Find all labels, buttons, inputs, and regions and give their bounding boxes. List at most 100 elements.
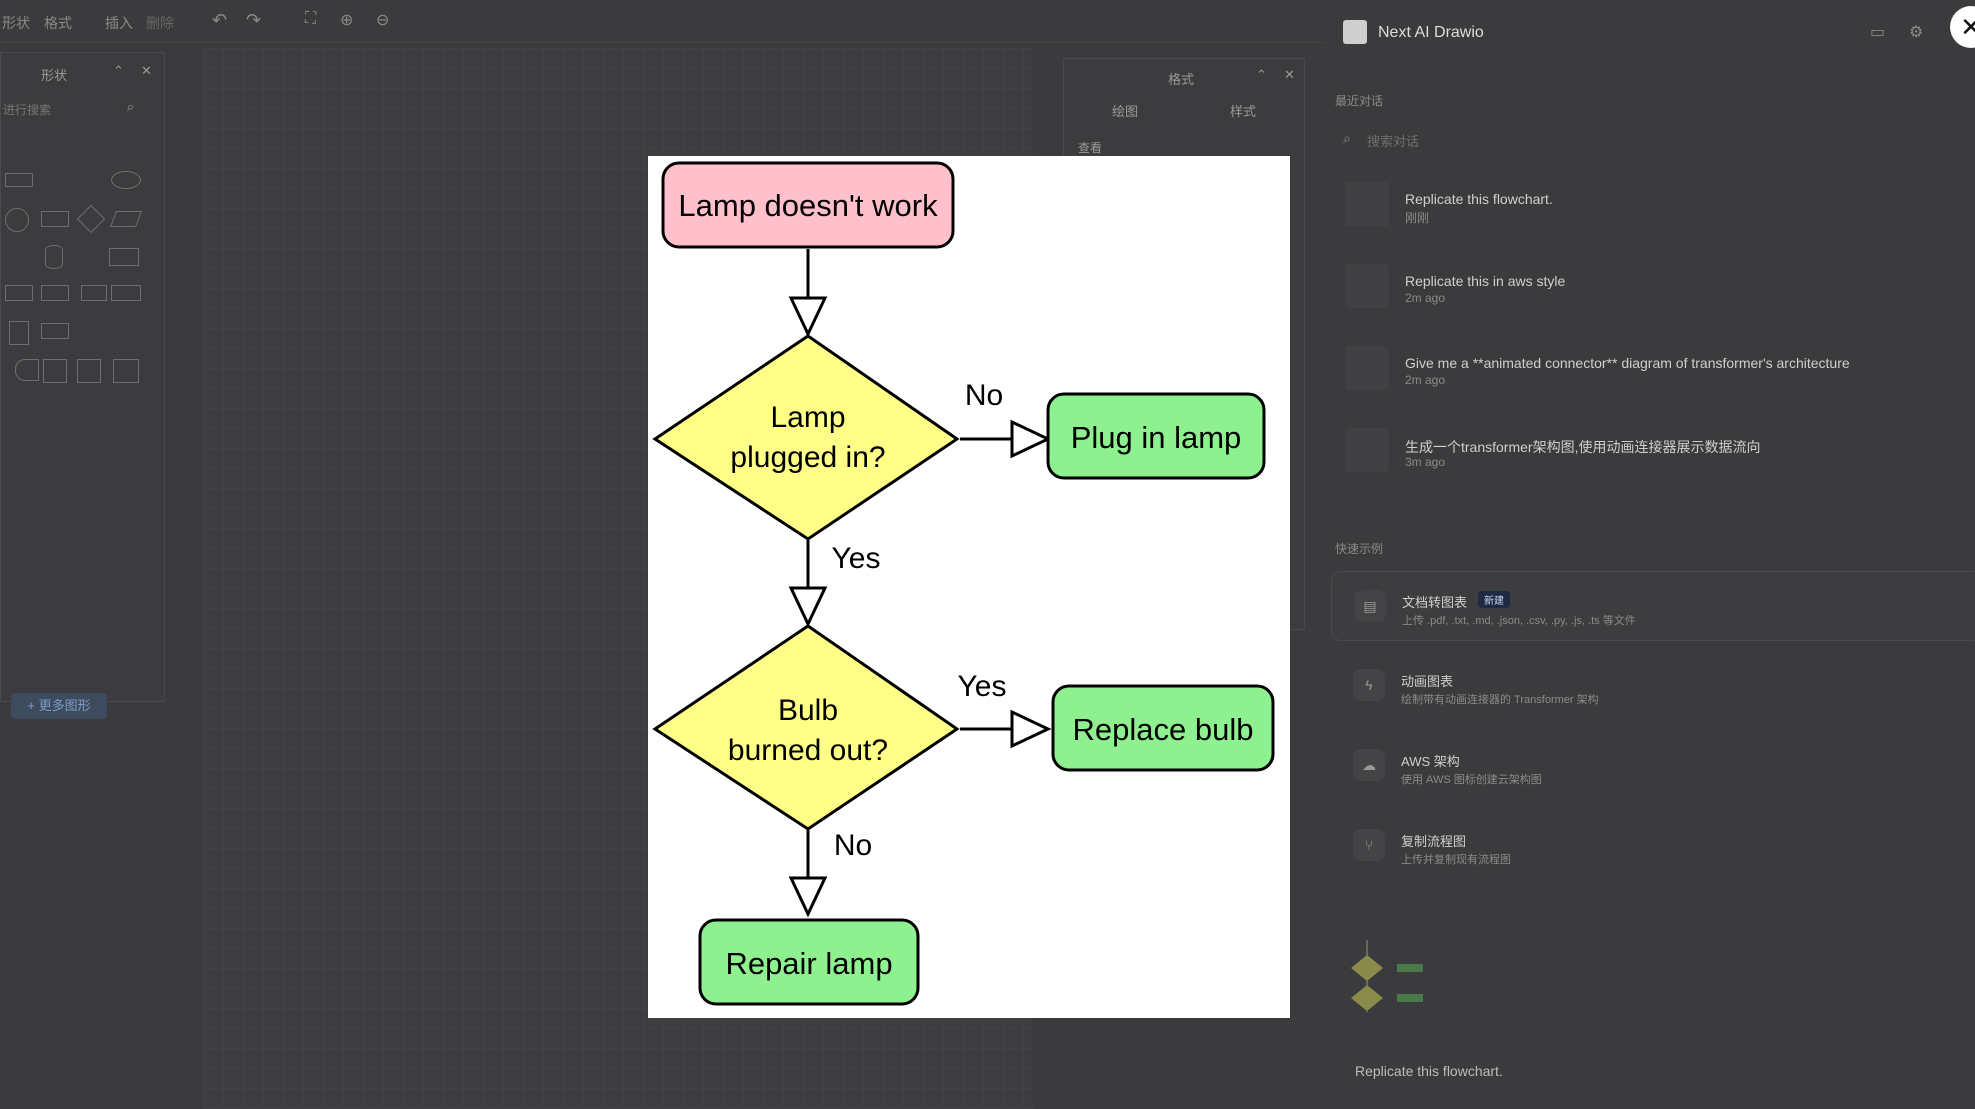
decision-plugged-in: [652, 334, 960, 541]
recent-label: 最近对话: [1335, 94, 1384, 108]
uploaded-image-thumbnail[interactable]: [1345, 940, 1445, 1020]
shapes-panel: 形状 ⌃ ✕ 进行搜索 ⌕ + 更多图形: [0, 52, 165, 719]
close-icon[interactable]: ✕: [141, 63, 152, 78]
shape-search-input[interactable]: 进行搜索: [3, 103, 52, 117]
example-card-copy-flowchart[interactable]: ⑂ 复制流程图 上传并复制现有流程图: [1331, 811, 1975, 879]
fit-screen-icon[interactable]: ⛶: [305, 10, 317, 27]
example-title: AWS 架构: [1401, 754, 1460, 769]
menu-insert[interactable]: 插入: [105, 15, 133, 31]
shape-card[interactable]: [9, 321, 29, 345]
shape-ellipse[interactable]: [111, 171, 141, 189]
shape-or[interactable]: [15, 359, 39, 381]
shape-diamond[interactable]: [76, 204, 106, 234]
decision-plugged-in-line1: Lamp: [770, 401, 845, 434]
zoom-in-icon[interactable]: ⊕: [340, 12, 354, 29]
flowchart-diagram: Lamp doesn't work Lamp plugged in? Plug …: [652, 161, 1275, 1006]
edge-label-no: No: [834, 829, 872, 862]
conversation-time: 2m ago: [1405, 291, 1446, 305]
conversation-search-input[interactable]: 搜索对话: [1367, 134, 1420, 149]
arrowhead: [1010, 419, 1052, 459]
shape-cylinder[interactable]: [45, 245, 63, 269]
example-desc: 绘制带有动画连接器的 Transformer 架构: [1401, 694, 1599, 706]
example-title: 文档转图表: [1402, 595, 1468, 610]
conversation-thumbnail: [1345, 346, 1389, 390]
examples-label: 快速示例: [1335, 542, 1384, 556]
replace-bulb-node-label: Replace bulb: [1073, 712, 1254, 747]
editor-toolbar: 形状 格式 插入 删除 ↶ ↷ ⛶ ⊕ ⊖: [0, 0, 1325, 43]
plug-in-node: [1046, 392, 1266, 480]
example-desc: 上传 .pdf, .txt, .md, .json, .csv, .py, .j…: [1402, 615, 1636, 627]
conversation-time: 刚刚: [1405, 211, 1430, 225]
example-title: 复制流程图: [1401, 834, 1467, 849]
conversation-thumbnail: [1345, 264, 1389, 308]
example-card-animated-chart[interactable]: ϟ 动画图表 绘制带有动画连接器的 Transformer 架构: [1331, 651, 1975, 719]
zoom-out-icon[interactable]: ⊖: [376, 12, 390, 29]
cloud-icon: ☁: [1353, 749, 1385, 781]
shape-circle[interactable]: [5, 208, 29, 232]
app-title: Next AI Drawio: [1378, 24, 1484, 41]
git-branch-icon: ⑂: [1353, 829, 1385, 861]
conversation-thumbnail: [1345, 182, 1389, 226]
chat-sidebar: Next AI Drawio ▭ ⚙ 最近对话 ⌕ 搜索对话 Replicate…: [1325, 0, 1975, 1109]
zap-icon: ϟ: [1353, 669, 1385, 701]
image-preview: Lamp doesn't work Lamp plugged in? Plug …: [648, 156, 1290, 1018]
format-panel-title: 格式: [1168, 72, 1195, 87]
arrowhead: [788, 586, 828, 628]
tab-draw[interactable]: 绘图: [1112, 104, 1139, 119]
conversation-thumbnail: [1345, 428, 1389, 472]
start-node-label: Lamp doesn't work: [678, 188, 938, 223]
example-card-doc-to-chart[interactable]: ▤ 文档转图表 新建 上传 .pdf, .txt, .md, .json, .c…: [1331, 571, 1975, 641]
flowchart-thumbnail-icon: [1351, 940, 1423, 1012]
conversation-title: 生成一个transformer架构图,使用动画连接器展示数据流向: [1405, 439, 1761, 455]
settings-icon[interactable]: ⚙: [1909, 24, 1924, 41]
shape-square[interactable]: [43, 359, 67, 383]
shape-tape[interactable]: [111, 285, 141, 301]
tab-style[interactable]: 样式: [1230, 104, 1257, 119]
shape-swimlane[interactable]: [113, 359, 139, 383]
conversation-title: Replicate this flowchart.: [1405, 191, 1553, 207]
arrowhead: [788, 296, 828, 338]
search-icon: ⌕: [1343, 130, 1351, 146]
collapse-icon[interactable]: ⌃: [1256, 67, 1267, 82]
shape-process[interactable]: [41, 211, 69, 227]
view-label: 查看: [1078, 141, 1103, 155]
shape-parallelogram[interactable]: [110, 211, 142, 227]
example-title: 动画图表: [1401, 674, 1454, 689]
new-chat-icon[interactable]: ▭: [1870, 24, 1886, 41]
replace-bulb-node: [1051, 684, 1275, 772]
edge-label-no: No: [965, 379, 1003, 412]
close-icon[interactable]: ✕: [1284, 67, 1295, 82]
example-desc: 使用 AWS 图标创建云架构图: [1401, 774, 1542, 786]
menu-shapes[interactable]: 形状: [2, 15, 30, 31]
redo-icon[interactable]: ↷: [246, 10, 262, 30]
menu-delete[interactable]: 删除: [146, 15, 174, 31]
more-shapes-button[interactable]: + 更多图形: [11, 693, 107, 719]
repair-lamp-node-label: Repair lamp: [725, 946, 892, 981]
edge-label-yes: Yes: [832, 542, 881, 575]
decision-bulb-burned-line2: burned out?: [728, 734, 888, 767]
decision-bulb-burned: [652, 624, 960, 831]
repair-lamp-node: [698, 918, 920, 1006]
collapse-icon[interactable]: ⌃: [113, 63, 124, 78]
app-logo-icon: [1343, 20, 1367, 44]
edge-label-yes: Yes: [958, 670, 1007, 703]
arrowhead: [788, 876, 828, 918]
user-message-text: Replicate this flowchart.: [1355, 1063, 1503, 1079]
arrowhead: [1010, 709, 1052, 749]
conversation-time: 2m ago: [1405, 373, 1446, 387]
shapes-panel-title: 形状: [41, 68, 68, 83]
conversation-title: Replicate this in aws style: [1405, 273, 1566, 289]
shape-document[interactable]: [109, 248, 139, 266]
shape-internal-storage[interactable]: [5, 285, 33, 301]
menu-format[interactable]: 格式: [44, 15, 72, 31]
shape-container[interactable]: [77, 359, 101, 383]
example-card-aws[interactable]: ☁ AWS 架构 使用 AWS 图标创建云架构图: [1331, 731, 1975, 799]
shape-trapezoid[interactable]: [81, 285, 107, 301]
conversation-title: Give me a **animated connector** diagram…: [1405, 355, 1850, 371]
shape-callout[interactable]: [41, 323, 69, 339]
shape-rectangle[interactable]: [5, 173, 33, 187]
plug-in-node-label: Plug in lamp: [1071, 420, 1242, 455]
search-icon[interactable]: ⌕: [127, 99, 135, 114]
undo-icon[interactable]: ↶: [212, 10, 228, 30]
shape-step[interactable]: [41, 285, 69, 301]
